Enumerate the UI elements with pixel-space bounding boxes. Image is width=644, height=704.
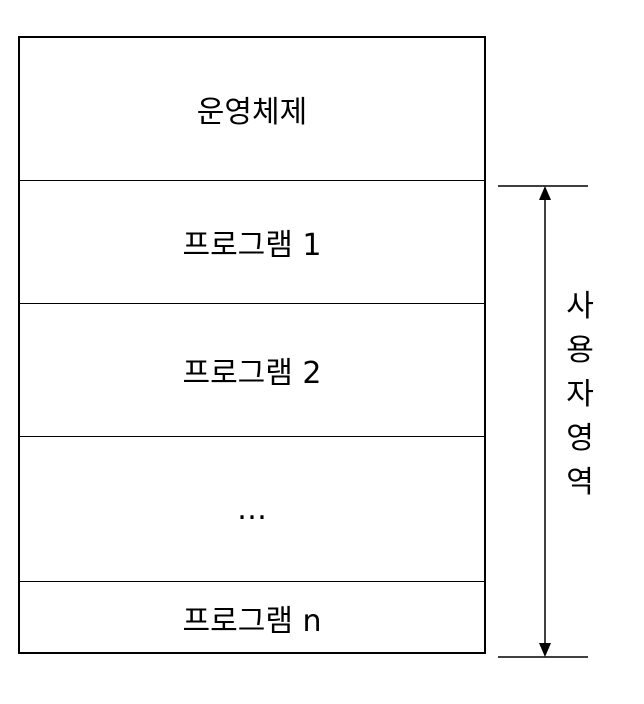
user-area-char: 영 <box>566 421 594 456</box>
program-1-label: 프로그램 1 <box>182 228 322 263</box>
user-area-label: 사 용 자 영 역 <box>560 285 600 505</box>
os-block: 운영체제 <box>20 38 484 181</box>
user-area-char: 사 <box>566 289 594 324</box>
program-n-label: 프로그램 n <box>182 604 322 639</box>
ellipsis-block: … <box>20 437 484 582</box>
memory-layout: 운영체제 프로그램 1 프로그램 2 … 프로그램 n <box>18 36 486 654</box>
user-area-char: 용 <box>566 333 594 368</box>
os-label: 운영체제 <box>196 95 308 130</box>
program-2-block: 프로그램 2 <box>20 304 484 437</box>
program-1-block: 프로그램 1 <box>20 181 484 304</box>
user-area-char: 자 <box>566 377 594 412</box>
program-n-block: 프로그램 n <box>20 582 484 654</box>
arrow-up-head <box>539 186 551 200</box>
ellipsis-label: … <box>237 491 267 527</box>
arrow-down-head <box>539 643 551 657</box>
user-area-char: 역 <box>566 465 594 500</box>
program-2-label: 프로그램 2 <box>182 356 322 391</box>
